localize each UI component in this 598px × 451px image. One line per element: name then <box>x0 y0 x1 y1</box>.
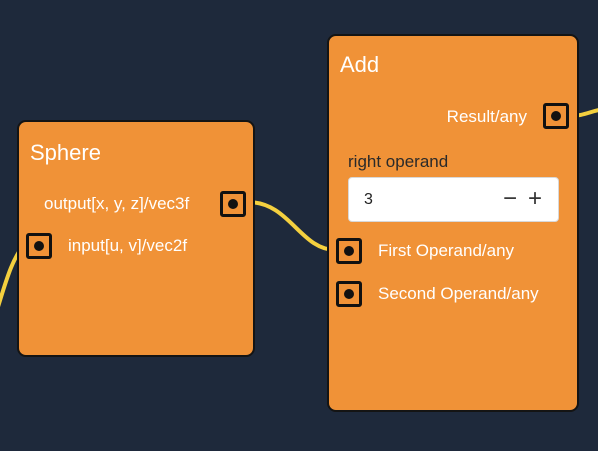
sphere-input-socket[interactable] <box>26 233 52 259</box>
sphere-node-title: Sphere <box>30 140 101 165</box>
minus-icon[interactable]: − <box>502 185 517 212</box>
add-first-operand-label: First Operand/any <box>378 241 515 260</box>
sphere-output-socket[interactable] <box>220 191 246 217</box>
add-result-socket[interactable] <box>543 103 569 129</box>
wire-sphere-output-to-add-first-operand <box>247 200 337 252</box>
right-operand-input[interactable]: 3 − + <box>348 177 559 222</box>
add-result-label: Result/any <box>446 107 527 126</box>
add-node[interactable]: Add Result/any right operand 3 − + First… <box>327 34 579 412</box>
right-operand-label: right operand <box>348 152 449 171</box>
add-first-operand-socket[interactable] <box>336 238 362 264</box>
add-second-operand-socket[interactable] <box>336 281 362 307</box>
sphere-output-label: output[x, y, z]/vec3f <box>44 194 190 213</box>
plus-icon[interactable]: + <box>527 185 542 212</box>
add-node-title: Add <box>340 52 380 77</box>
sphere-input-label: input[u, v]/vec2f <box>68 236 188 255</box>
sphere-node[interactable]: Sphere output[x, y, z]/vec3f input[u, v]… <box>17 120 255 357</box>
add-second-operand-label: Second Operand/any <box>378 284 539 303</box>
right-operand-value[interactable]: 3 <box>364 191 373 208</box>
